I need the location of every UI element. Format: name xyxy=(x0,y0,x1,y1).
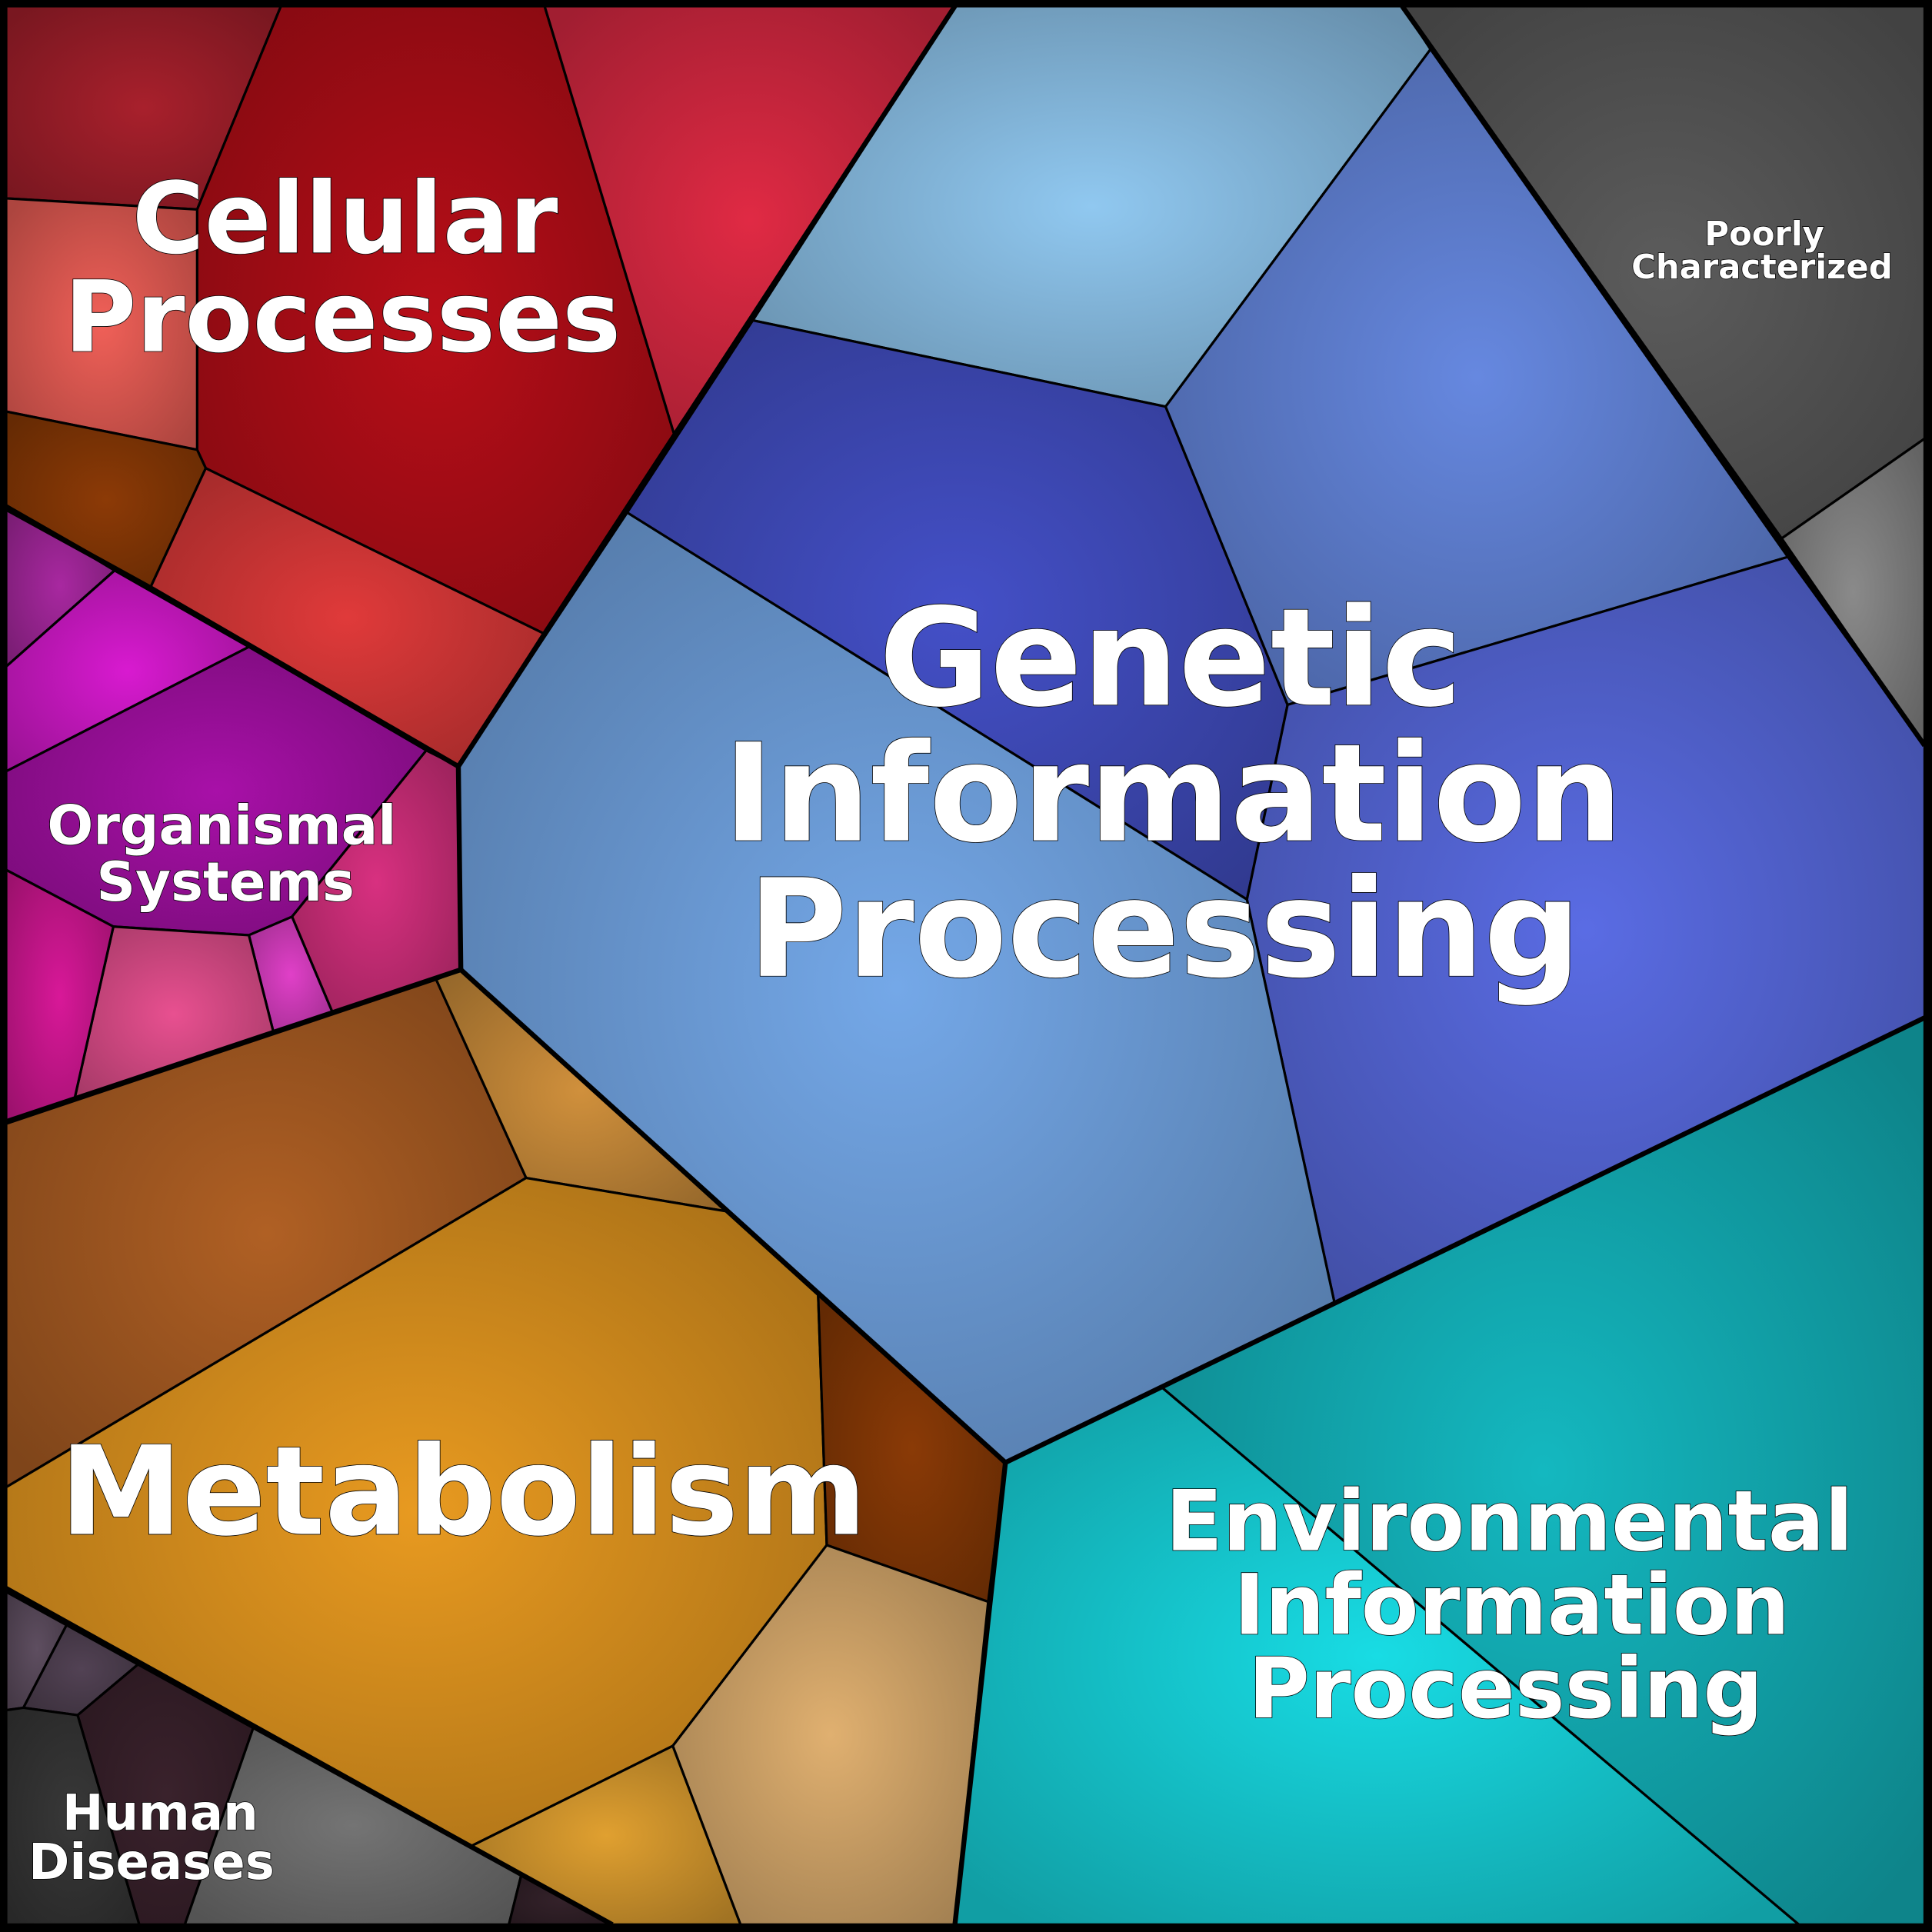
label-metabolism: Metabolism xyxy=(60,1420,868,1564)
cell-metabolism-5 xyxy=(671,1544,990,1926)
